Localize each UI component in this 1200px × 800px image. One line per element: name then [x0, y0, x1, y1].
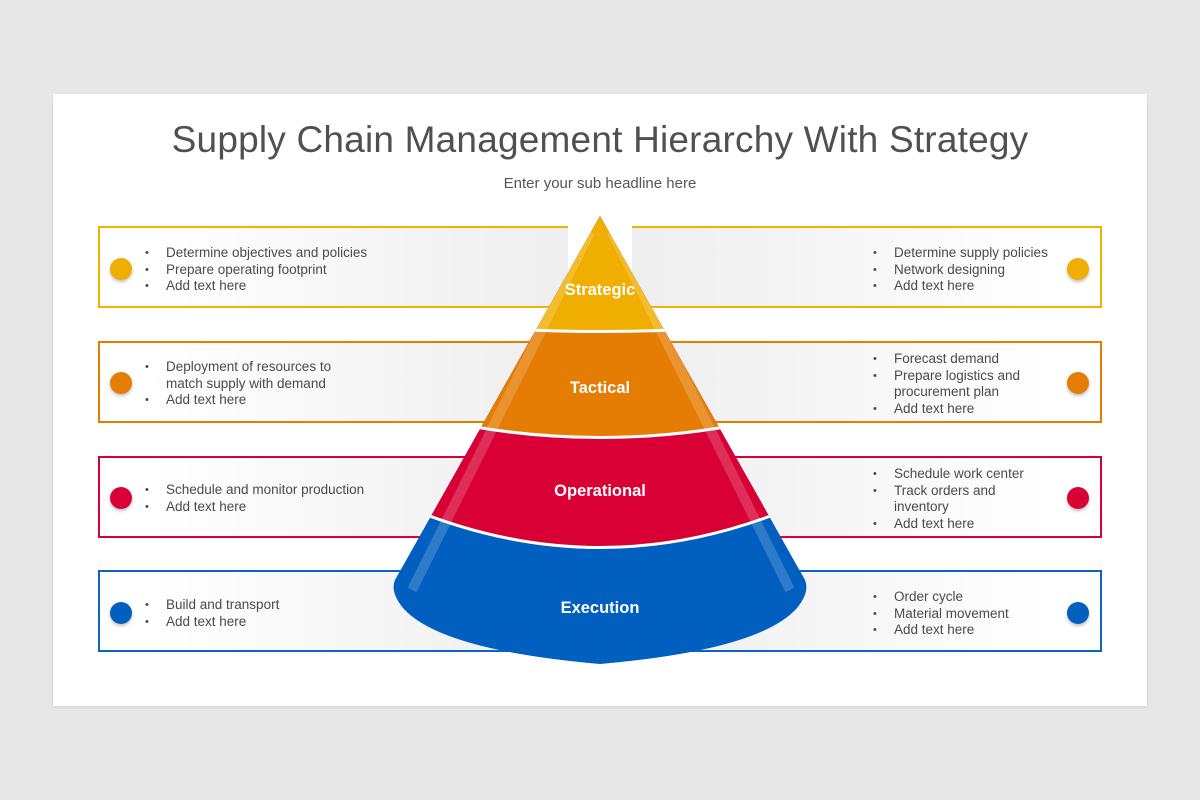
tactical-right-dot — [1067, 372, 1089, 394]
list-item: Add text here — [145, 499, 405, 516]
list-item: Determine supply policies — [873, 245, 1063, 262]
list-item: Determine objectives and policies — [145, 245, 405, 262]
execution-right-dot — [1067, 602, 1089, 624]
list-item: Prepare logistics and — [873, 368, 1063, 385]
strategic-right-dot — [1067, 258, 1089, 280]
list-item: Prepare operating footprint — [145, 262, 405, 279]
list-item: Add text here — [145, 278, 405, 295]
list-item: procurement plan — [894, 384, 1000, 399]
list-item: match supply with demand — [166, 375, 326, 391]
tactical-label: Tactical — [570, 379, 630, 397]
list-item: Add text here — [873, 401, 1063, 418]
strategic-left-dot — [110, 258, 132, 280]
tactical-right-list: Forecast demand Prepare logistics and pr… — [873, 351, 1063, 417]
operational-label: Operational — [554, 482, 646, 500]
strategic-right-list: Determine supply policies Network design… — [873, 245, 1063, 295]
list-item: Order cycle — [873, 589, 1063, 606]
execution-right-list: Order cycle Material movement Add text h… — [873, 589, 1063, 639]
list-item: Add text here — [873, 622, 1063, 639]
operational-left-list: Schedule and monitor production Add text… — [145, 482, 405, 515]
tactical-left-band — [98, 341, 568, 423]
list-item: inventory — [894, 499, 949, 514]
list-item: Build and transport — [145, 597, 405, 614]
tactical-left-list: Deployment of resources to match supply … — [145, 359, 405, 409]
page-title: Supply Chain Management Hierarchy With S… — [171, 119, 1029, 160]
list-item: Network designing — [873, 262, 1063, 279]
page-subtitle: Enter your sub headline here — [503, 175, 697, 192]
list-item: Material movement — [873, 606, 1063, 623]
list-item: Forecast demand — [873, 351, 1063, 368]
list-item: Track orders and — [873, 483, 1063, 500]
separator-line — [393, 493, 807, 549]
strategic-left-list: Determine objectives and policies Prepar… — [145, 245, 405, 295]
list-item: Add text here — [873, 516, 1063, 533]
strategic-segment — [393, 216, 807, 332]
operational-right-list: Schedule work center Track orders and in… — [873, 466, 1063, 532]
strategic-label: Strategic — [565, 281, 636, 299]
list-item: Deployment of resources to — [145, 359, 405, 376]
list-item: Add text here — [145, 614, 405, 631]
operational-right-dot — [1067, 487, 1089, 509]
operational-left-dot — [110, 487, 132, 509]
list-item: Schedule work center — [873, 466, 1063, 483]
execution-left-dot — [110, 602, 132, 624]
list-item: Add text here — [145, 392, 405, 409]
execution-label: Execution — [561, 599, 640, 617]
list-item: Add text here — [873, 278, 1063, 295]
list-item: Schedule and monitor production — [145, 482, 405, 499]
highlight-stripe — [607, 229, 795, 593]
tactical-left-dot — [110, 372, 132, 394]
execution-left-list: Build and transport Add text here — [145, 597, 405, 630]
highlight-stripe — [407, 229, 595, 593]
